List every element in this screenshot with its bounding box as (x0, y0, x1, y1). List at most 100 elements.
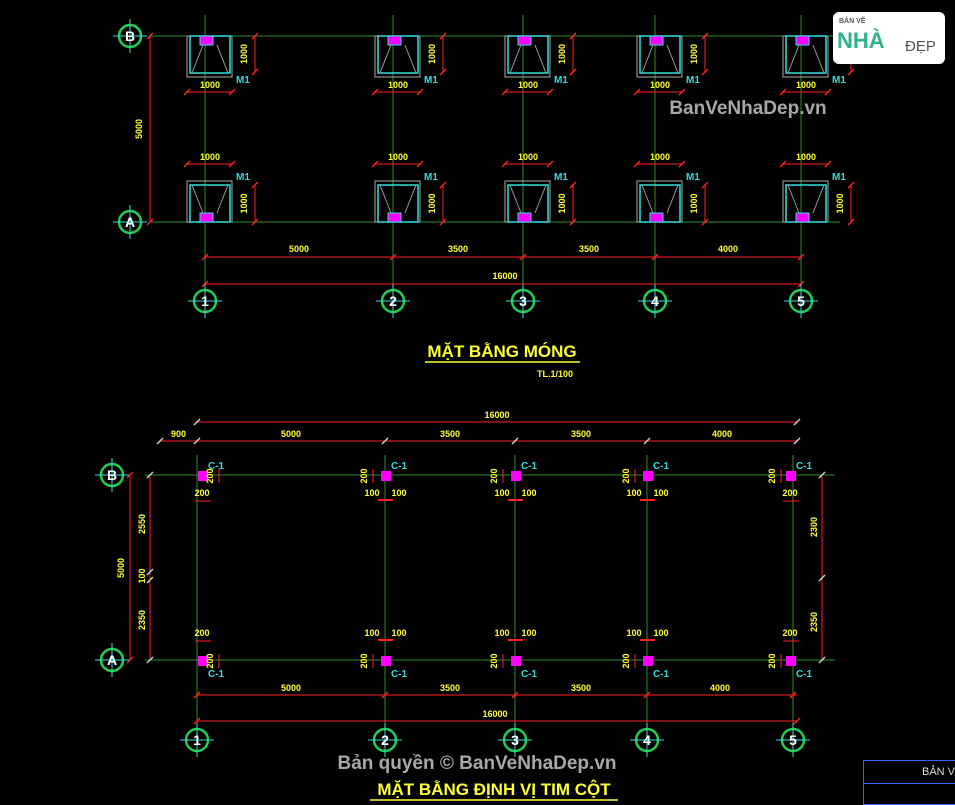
dim-tick (793, 437, 801, 445)
column-offset-200: 200 (621, 653, 631, 668)
column-offset-200: 200 (194, 488, 209, 498)
footing-label-M1: M1 (686, 172, 700, 183)
footing-depth-label: 1000 (689, 44, 699, 64)
grid-bubble-5-label: 5 (797, 293, 805, 309)
dim-tick (793, 717, 801, 725)
footing-depth-label: 1000 (427, 44, 437, 64)
column-offset-100: 100 (391, 488, 406, 498)
dim-tick (519, 253, 527, 261)
column-offset-100: 100 (521, 628, 536, 638)
dim-tick (569, 218, 577, 226)
column-B2 (387, 35, 402, 46)
column-label-C1: C-1 (521, 669, 538, 680)
footing-slope (191, 44, 204, 74)
grid-bubble-A-label: A (107, 652, 117, 668)
column-offset-200: 200 (782, 628, 797, 638)
left-total-label: 5000 (116, 558, 126, 578)
footing-slope (812, 44, 825, 74)
dim-tick (824, 160, 832, 168)
grid-bubble-4-label: 4 (643, 732, 651, 748)
bottom-total-label: 16000 (482, 709, 507, 719)
footing-slope (534, 44, 547, 74)
footing-slope (404, 44, 417, 74)
dim-tick (416, 160, 424, 168)
dim-tick (228, 88, 236, 96)
footing-depth-label: 1000 (239, 44, 249, 64)
footing-label-M1: M1 (832, 172, 846, 183)
dim-tick (847, 181, 855, 189)
dim-tick (824, 88, 832, 96)
dim-tick (818, 471, 826, 479)
dim-tick (381, 691, 389, 699)
dim-tick (439, 181, 447, 189)
dim-tick (146, 656, 154, 664)
column-offset-100: 100 (364, 488, 379, 498)
column-B3 (517, 35, 532, 46)
dim-tick (201, 253, 209, 261)
grid-bubble-A-label: A (125, 214, 135, 230)
span-label: 3500 (579, 244, 599, 254)
footing-slope (787, 184, 800, 214)
column-label-C1: C-1 (208, 669, 225, 680)
column-A3 (517, 212, 532, 223)
dim-tick (371, 88, 379, 96)
column-offset-100: 100 (494, 488, 509, 498)
column-A5 (795, 212, 810, 223)
foundation-plan-title: MẶT BẰNG MÓNG (427, 342, 576, 361)
grid-bubble-4-label: 4 (651, 293, 659, 309)
column-offset-200: 200 (205, 468, 215, 483)
dim-tick (146, 568, 154, 576)
column-offset-200: 200 (489, 653, 499, 668)
dim-tick (193, 418, 201, 426)
footing-slope (641, 44, 654, 74)
dim-tick (501, 88, 509, 96)
logo-line2: NHÀ (837, 28, 885, 53)
dim-tick (847, 218, 855, 226)
footing-depth-label: 1000 (835, 193, 845, 213)
footing-depth-label: 1000 (557, 193, 567, 213)
footing-slope (191, 184, 204, 214)
dim-tick (371, 160, 379, 168)
right-seg-label: 2300 (809, 517, 819, 537)
grid-bubble-1-label: 1 (193, 732, 201, 748)
dim-tick (146, 471, 154, 479)
grid-bubble-3-label: 3 (519, 293, 527, 309)
total-label: 16000 (492, 271, 517, 281)
column-offset-100: 100 (364, 628, 379, 638)
dim-tick (251, 32, 259, 40)
footing-width-label: 1000 (518, 152, 538, 162)
left-seg-label: 2350 (137, 610, 147, 630)
column-label-C1: C-1 (653, 461, 670, 472)
column-offset-100: 100 (626, 628, 641, 638)
footing-slope (509, 184, 522, 214)
column-C1-B5 (786, 471, 796, 481)
footing-slope (379, 44, 392, 74)
dim-tick (193, 691, 201, 699)
span-label: 4000 (718, 244, 738, 254)
left-seg-label: 100 (137, 568, 147, 583)
span-label: 3500 (448, 244, 468, 254)
dim-tick (501, 160, 509, 168)
dim-tick (701, 218, 709, 226)
column-offset-200: 200 (359, 653, 369, 668)
footing-width-label: 1000 (796, 80, 816, 90)
dim-tick (651, 253, 659, 261)
column-C1-A3 (511, 656, 521, 666)
footing-width-label: 1000 (650, 152, 670, 162)
column-A2 (387, 212, 402, 223)
left-seg-label: 2550 (137, 514, 147, 534)
column-layout-title: MẶT BẰNG ĐỊNH VỊ TIM CỘT (377, 780, 611, 799)
column-offset-100: 100 (391, 628, 406, 638)
dim-tick (701, 68, 709, 76)
column-C1-B2 (381, 471, 391, 481)
footing-depth-label: 1000 (689, 193, 699, 213)
grid-bubble-B-label: B (107, 467, 117, 483)
span-label: 5000 (289, 244, 309, 254)
dim-tick (251, 68, 259, 76)
dim-tick (156, 437, 164, 445)
title-block: BẢN V (863, 760, 955, 805)
footing-slope (379, 184, 392, 214)
dim-tick (439, 218, 447, 226)
dim-tick (251, 181, 259, 189)
top-span-label: 3500 (440, 429, 460, 439)
